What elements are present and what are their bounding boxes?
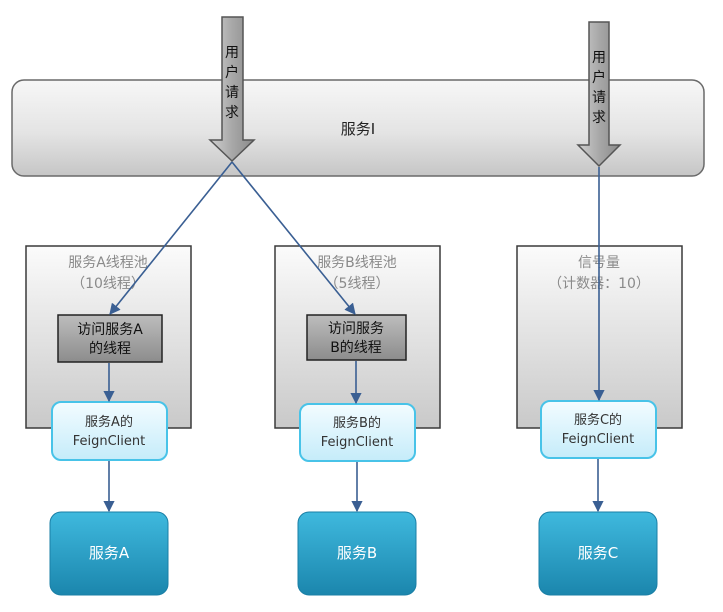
feign-client-a-line2: FeignClient [73,434,146,449]
user-request-arrow-right: 用 户 请 求 [576,21,622,168]
user-request-left-char-3: 请 [225,85,239,101]
connector-request-to-thread-b [231,161,356,315]
feign-client-c: 服务C的 FeignClient [540,400,657,459]
user-request-right-char-3: 请 [592,90,606,106]
service-a-label: 服务A [89,544,130,562]
feign-client-a-line1: 服务A的 [85,414,133,430]
thread-box-a: 访问服务A 的线程 [57,314,163,363]
thread-box-a-line2: 的线程 [89,341,131,357]
pool-a-subtitle: （10线程） [71,276,145,292]
thread-box-b-line2: B的线程 [330,340,382,356]
feign-client-b: 服务B的 FeignClient [299,403,416,462]
feign-client-c-line1: 服务C的 [574,412,622,428]
pool-b-title: 服务B线程池 [317,255,397,271]
service-c-box: 服务C [538,511,658,596]
user-request-right-char-4: 求 [592,110,606,126]
feign-client-b-line1: 服务B的 [333,415,381,431]
feign-client-a: 服务A的 FeignClient [51,401,168,461]
feign-client-b-line2: FeignClient [321,435,394,450]
feign-client-c-line2: FeignClient [562,432,635,447]
user-request-left-char-2: 户 [225,64,239,81]
thread-box-a-line1: 访问服务A [77,322,143,338]
thread-box-b-line1: 访问服务 [328,321,384,337]
pool-b-subtitle: （5线程） [325,276,390,292]
user-request-arrow-left: 用 户 请 求 [208,16,256,163]
service-b-label: 服务B [337,544,377,562]
user-request-left-char-1: 用 [225,45,239,61]
user-request-left-char-4: 求 [225,105,239,121]
user-request-right-char-1: 用 [592,50,606,66]
service-b-box: 服务B [297,511,417,596]
service-i-bar: 服务I [11,79,705,177]
service-c-label: 服务C [578,544,618,562]
thread-box-b: 访问服务 B的线程 [306,314,407,361]
pool-a-title: 服务A线程池 [68,255,148,271]
service-i-label: 服务I [341,120,375,138]
user-request-right-char-2: 户 [592,69,606,86]
connector-request-to-thread-a [109,161,233,315]
service-a-box: 服务A [49,511,169,596]
